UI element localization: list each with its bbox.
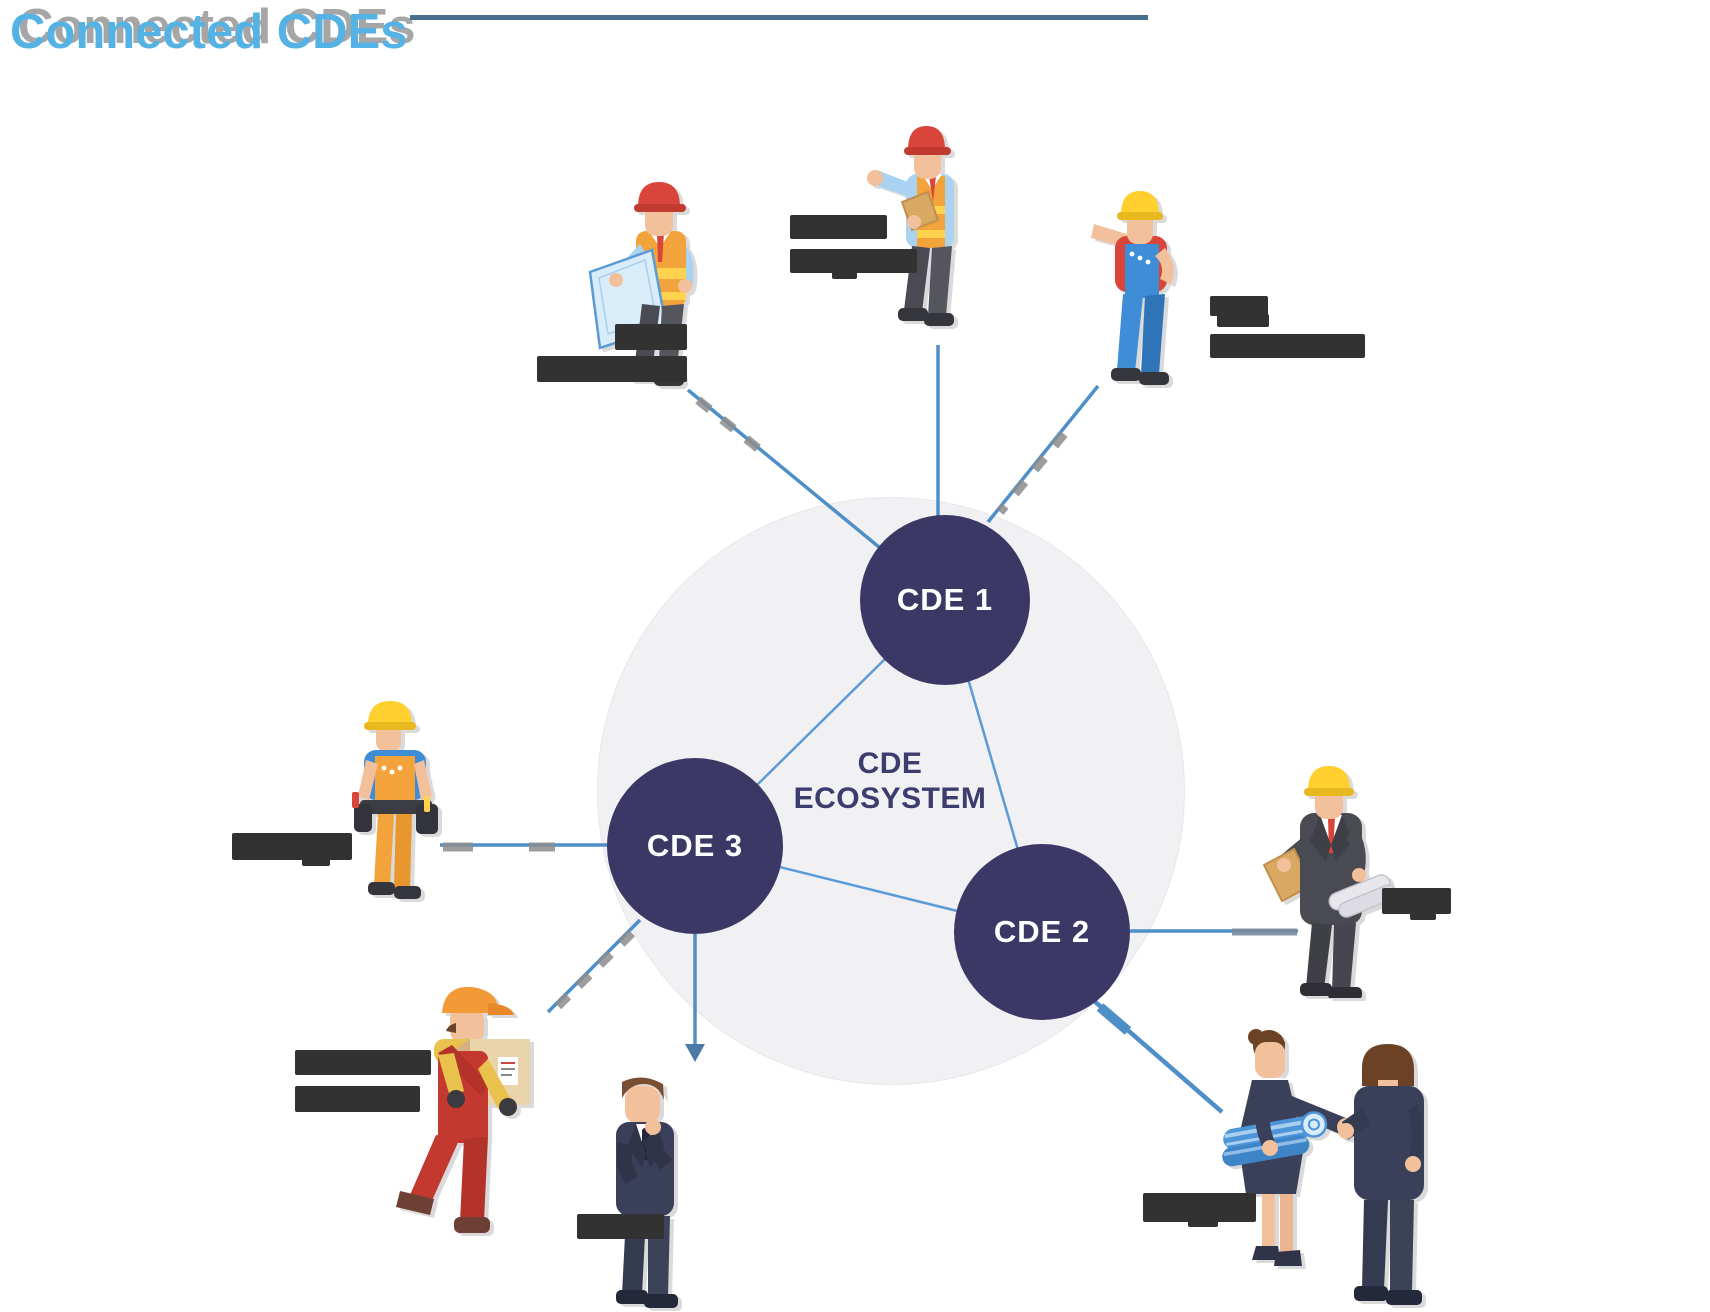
tradesman-with-tool-belt-icon [352,698,442,903]
page-title: Connected CDEs [10,5,408,59]
ecosystem-label: CDE ECOSYSTEM [740,746,1040,816]
role-label-redacted-line [232,833,352,860]
title-rule [410,15,1148,20]
role-label-redacted-line [1382,888,1451,914]
role-label-redacted-line [790,215,887,239]
node-cde-1: CDE 1 [860,515,1030,685]
role-label-redacted-line [1217,314,1269,327]
delivery-worker-carrying-box-icon [392,983,532,1243]
role-label-redacted-line [615,324,687,350]
role-label-redacted-line [537,356,687,382]
node-cde-2: CDE 2 [954,844,1130,1020]
ecosystem-label-line1: CDE [857,747,923,780]
site-worker-reading-blueprint-icon [586,176,721,386]
role-label-redacted-descender [1188,1220,1218,1227]
role-label-redacted-descender [832,271,857,279]
ecosystem-label-line2: ECOSYSTEM [793,782,987,815]
site-manager-with-clipboard-icon [862,118,982,333]
role-label-redacted-line [295,1086,420,1112]
role-label-redacted-line [1210,334,1365,358]
role-label-redacted-line [1210,296,1268,316]
role-label-redacted-descender [302,858,330,866]
role-label-redacted-line [1143,1193,1256,1222]
worker-blue-overalls-pointing-icon [1085,186,1200,398]
engineer-suit-with-plans-icon [1262,763,1397,998]
business-people-handshake-icon [1212,1028,1457,1312]
businessman-thinking-icon [592,1076,697,1310]
role-label-redacted-line [577,1214,664,1239]
node-cde-3: CDE 3 [607,758,783,934]
role-label-redacted-line [790,249,917,273]
role-label-redacted-line [295,1050,431,1075]
role-label-redacted-descender [1410,911,1436,920]
